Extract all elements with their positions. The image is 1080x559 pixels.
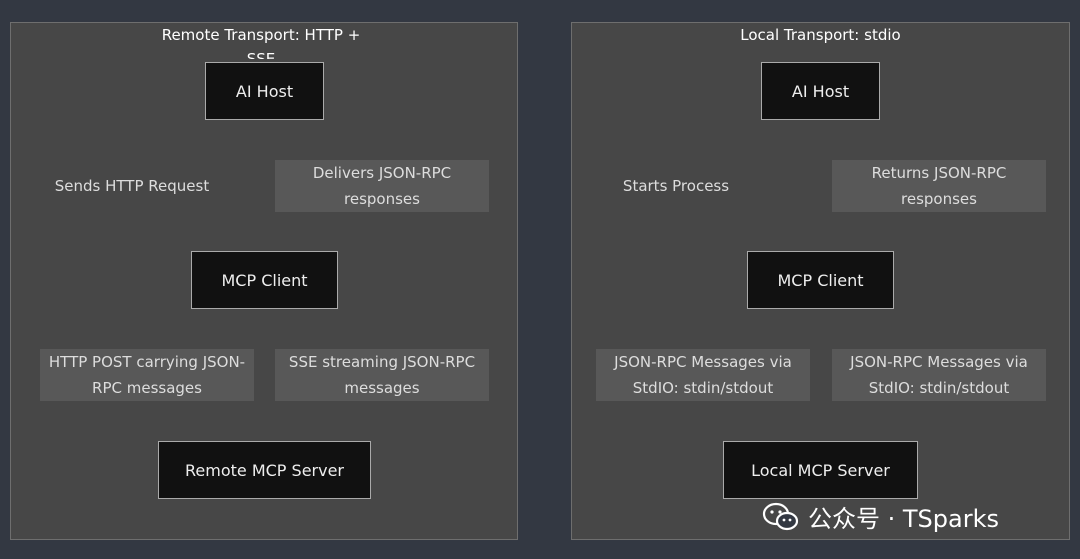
- local-mcp-server-node[interactable]: Local MCP Server: [723, 441, 918, 499]
- local-label-starts-process: Starts Process: [622, 177, 730, 195]
- local-mcp-client-node[interactable]: MCP Client: [747, 251, 894, 309]
- local-ai-host-node[interactable]: AI Host: [761, 62, 880, 120]
- watermark-text: 公众号 · TSparks: [808, 505, 999, 533]
- wechat-icon: [762, 502, 799, 530]
- local-panel-title: Local Transport: stdio: [740, 26, 901, 44]
- watermark: 公众号 · TSparks: [762, 499, 999, 534]
- remote-ai-host-node[interactable]: AI Host: [205, 62, 324, 120]
- local-label-stdio-down: JSON-RPC Messages via StdIO: stdin/stdou…: [596, 349, 810, 401]
- remote-mcp-client-node[interactable]: MCP Client: [191, 251, 338, 309]
- local-label-returns-responses: Returns JSON-RPC responses: [832, 160, 1046, 212]
- local-label-stdio-up: JSON-RPC Messages via StdIO: stdin/stdou…: [832, 349, 1046, 401]
- remote-panel-title: Remote Transport: HTTP + SSE: [161, 26, 361, 59]
- remote-label-http-post: HTTP POST carrying JSON-RPC messages: [40, 349, 254, 401]
- remote-label-sends-http: Sends HTTP Request: [54, 177, 210, 195]
- remote-label-sse-streaming: SSE streaming JSON-RPC messages: [275, 349, 489, 401]
- remote-mcp-server-node[interactable]: Remote MCP Server: [158, 441, 371, 499]
- remote-label-delivers-responses: Delivers JSON-RPC responses: [275, 160, 489, 212]
